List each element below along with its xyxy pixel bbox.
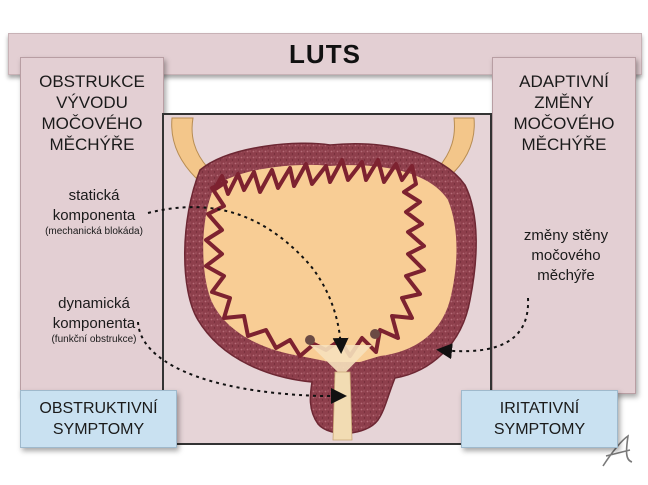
dynamic-sub-label: (funkční obstrukce) — [51, 334, 137, 345]
diagram-title: LUTS — [289, 38, 361, 69]
static-component-label: statická komponenta (mechanická blokáda) — [24, 186, 164, 238]
urethra — [332, 371, 353, 441]
dynamic-label-line: komponenta — [52, 315, 136, 332]
wall-changes-label: změny stěny močového měchýře — [496, 226, 636, 286]
arrow-dynamic — [137, 321, 347, 404]
bladder-lumen — [203, 164, 457, 362]
wall-label-line: močového — [531, 247, 601, 264]
static-label-line: statická — [68, 187, 120, 204]
left-heading-line: VÝVODU — [56, 93, 128, 112]
right-heading-line: ZMĚNY — [534, 93, 594, 112]
dynamic-label-line: dynamická — [58, 295, 130, 312]
left-heading-line: MOČOVÉHO — [41, 114, 143, 133]
trigone — [310, 345, 372, 376]
right-heading-line: MOČOVÉHO — [513, 114, 615, 133]
arrow-wall — [436, 297, 530, 360]
wall-label-line: změny stěny — [523, 227, 609, 244]
left-heading-line: OBSTRUKCE — [39, 72, 145, 91]
left-heading-line: MĚCHÝŘE — [49, 135, 135, 154]
mucosa-folds — [204, 158, 426, 358]
static-sub-label: (mechanická blokáda) — [45, 226, 143, 237]
right-panel-adaptive-changes: ADAPTIVNÍ ZMĚNY MOČOVÉHO MĚCHÝŘE — [492, 57, 636, 394]
irritative-symptoms-box: IRITATIVNÍ SYMPTOMY — [461, 390, 618, 448]
wall-label-line: měchýře — [537, 267, 595, 284]
right-heading-line: ADAPTIVNÍ — [519, 72, 609, 91]
obstructive-symptoms-line: OBSTRUKTIVNÍ — [39, 400, 158, 417]
right-panel-heading: ADAPTIVNÍ ZMĚNY MOČOVÉHO MĚCHÝŘE — [493, 71, 635, 155]
arrow-static — [147, 206, 349, 354]
irritative-symptoms-line: IRITATIVNÍ — [499, 400, 580, 417]
right-heading-line: MĚCHÝŘE — [521, 135, 607, 154]
right-ureteral-orifice — [370, 329, 380, 339]
dynamic-component-label: dynamická komponenta (funkční obstrukce) — [24, 294, 164, 346]
left-panel-heading: OBSTRUKCE VÝVODU MOČOVÉHO MĚCHÝŘE — [21, 71, 163, 155]
irritative-symptoms-line: SYMPTOMY — [493, 421, 586, 438]
static-label-line: komponenta — [52, 207, 136, 224]
obstructive-symptoms-line: SYMPTOMY — [52, 421, 145, 438]
signature-logo — [602, 434, 633, 467]
left-ureteral-orifice — [305, 335, 315, 345]
obstructive-symptoms-box: OBSTRUKTIVNÍ SYMPTOMY — [20, 390, 177, 448]
